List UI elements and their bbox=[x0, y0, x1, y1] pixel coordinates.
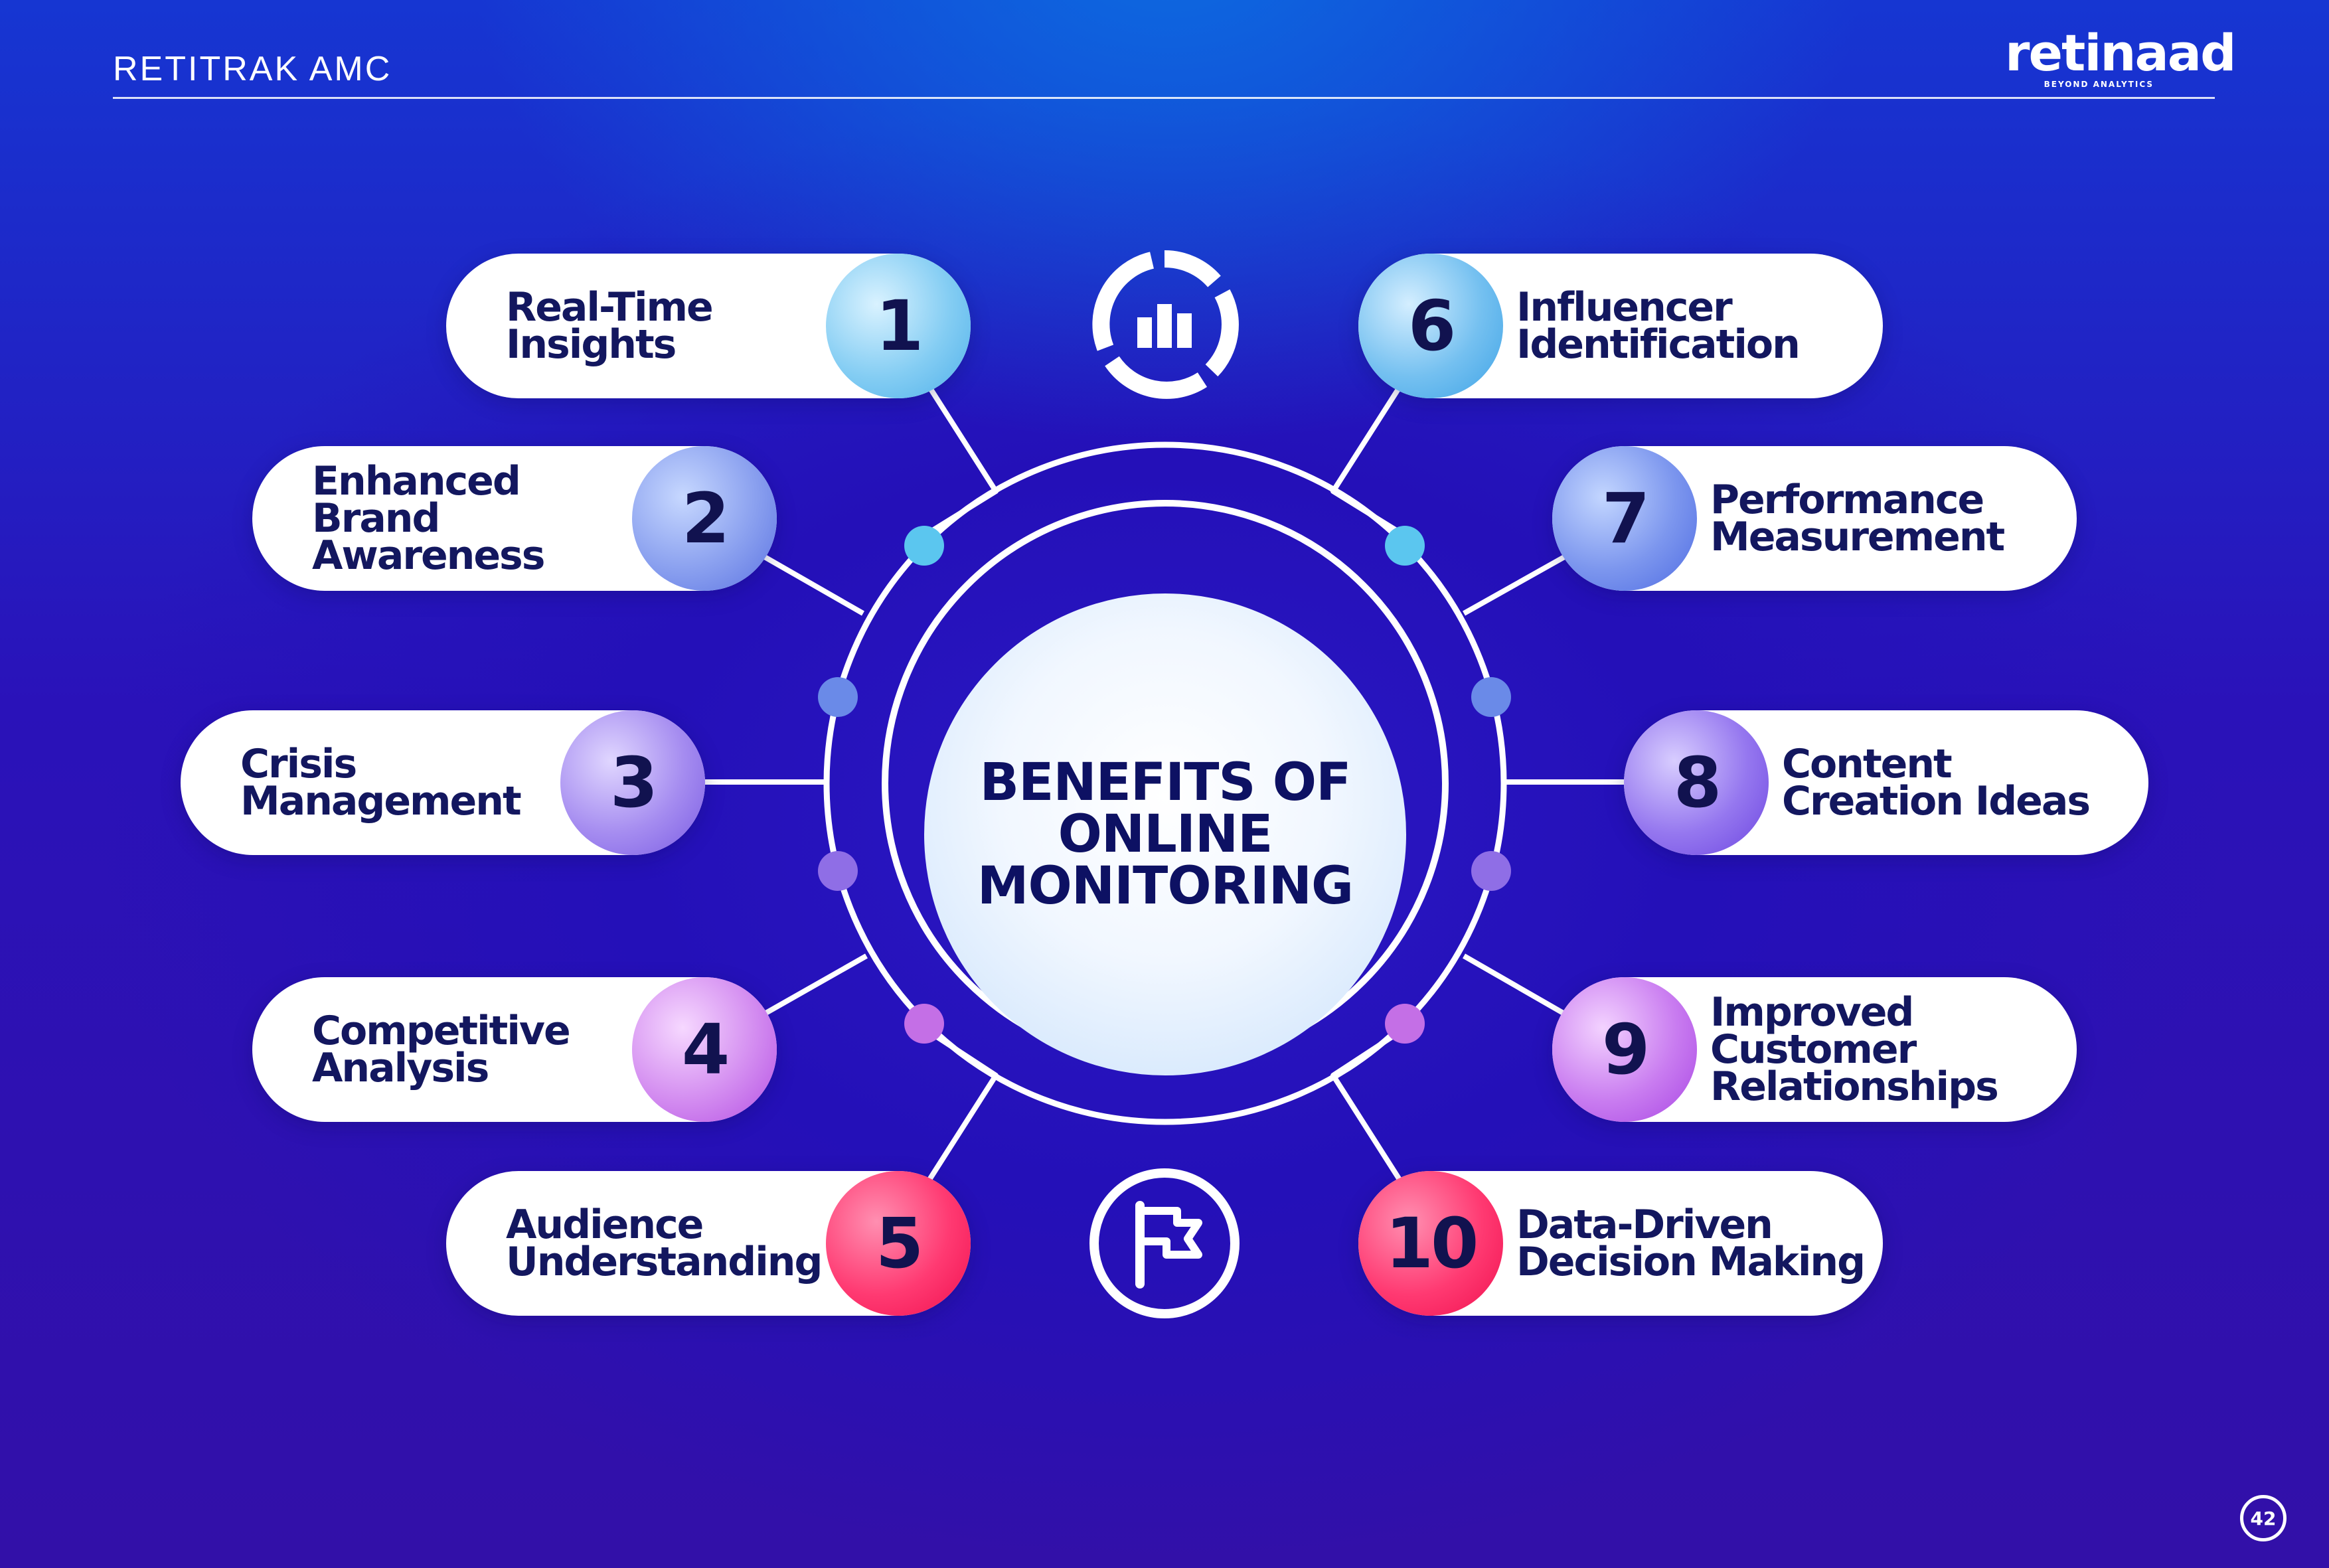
benefit-badge-10: 10 bbox=[1358, 1171, 1503, 1316]
benefit-pill-2: Enhanced Brand Awareness 2 bbox=[252, 446, 777, 591]
ring-dot bbox=[1471, 677, 1511, 717]
benefit-pill-5: Audience Understanding 5 bbox=[446, 1171, 971, 1316]
ring-dot bbox=[1471, 851, 1511, 891]
header-divider bbox=[113, 97, 2215, 99]
connector-6 bbox=[1330, 383, 1408, 539]
ring-dot bbox=[904, 1004, 944, 1044]
connector-1 bbox=[921, 383, 999, 539]
benefit-pill-1: Real-Time Insights 1 bbox=[446, 254, 971, 398]
page-number: 42 bbox=[2250, 1507, 2277, 1529]
benefit-pill-3: Crisis Management 3 bbox=[181, 710, 705, 855]
connector-2 bbox=[762, 554, 864, 616]
benefit-label-5: Audience Understanding bbox=[506, 1202, 823, 1285]
benefit-badge-9: 9 bbox=[1552, 977, 1697, 1122]
benefit-label-4: Competitive Analysis bbox=[312, 1008, 571, 1091]
center-circle: BENEFITS OF ONLINE MONITORING bbox=[924, 593, 1406, 1075]
benefit-badge-1: 1 bbox=[826, 254, 971, 398]
benefit-label-2: Enhanced Brand Awareness bbox=[312, 458, 545, 579]
benefit-pill-10: 10 Data-Driven Decision Making bbox=[1358, 1171, 1883, 1316]
benefit-badge-2: 2 bbox=[632, 446, 777, 591]
connector-9 bbox=[1463, 953, 1567, 1017]
ring-dot bbox=[818, 851, 858, 891]
connector-7 bbox=[1463, 554, 1567, 616]
connector-10 bbox=[1330, 1025, 1408, 1184]
benefit-badge-4: 4 bbox=[632, 977, 777, 1122]
benefit-pill-6: 6 Influencer Identification bbox=[1358, 254, 1883, 398]
ring-dot bbox=[1385, 526, 1425, 566]
benefit-label-3: Crisis Management bbox=[240, 741, 522, 824]
logo-wordmark: retinaad bbox=[2005, 23, 2236, 82]
center-title: BENEFITS OF ONLINE MONITORING bbox=[977, 753, 1354, 916]
benefit-badge-5: 5 bbox=[826, 1171, 971, 1316]
ring-dot bbox=[1385, 1004, 1425, 1044]
retinaad-logo: retinaad BEYOND ANALYTICS bbox=[2005, 23, 2236, 90]
benefit-badge-6: 6 bbox=[1358, 254, 1503, 398]
benefit-label-10: Data-Driven Decision Making bbox=[1516, 1202, 1866, 1285]
connector-5 bbox=[921, 1025, 999, 1184]
logo-tagline: BEYOND ANALYTICS bbox=[2044, 80, 2154, 89]
benefit-pill-8: 8 Content Creation Ideas bbox=[1624, 710, 2148, 855]
benefit-label-9: Improved Customer Relationships bbox=[1710, 989, 1999, 1110]
benefit-pill-9: 9 Improved Customer Relationships bbox=[1552, 977, 2077, 1122]
benefit-badge-7: 7 bbox=[1552, 446, 1697, 591]
benefit-label-1: Real-Time Insights bbox=[506, 284, 714, 368]
benefit-label-7: Performance Measurement bbox=[1710, 477, 2005, 560]
benefit-label-6: Influencer Identification bbox=[1516, 284, 1801, 368]
flag-icon bbox=[1088, 1167, 1241, 1320]
benefit-pill-4: Competitive Analysis 4 bbox=[252, 977, 777, 1122]
ring-dot bbox=[818, 677, 858, 717]
ring-dot bbox=[904, 526, 944, 566]
benefit-pill-7: 7 Performance Measurement bbox=[1552, 446, 2077, 591]
page-number-badge: 42 bbox=[2240, 1495, 2287, 1541]
benefit-label-8: Content Creation Ideas bbox=[1782, 741, 2091, 824]
benefit-badge-8: 8 bbox=[1624, 710, 1769, 855]
analytics-chart-icon bbox=[1088, 248, 1241, 401]
connector-4 bbox=[762, 953, 868, 1017]
brand-title: RETITRAK AMC bbox=[113, 50, 392, 88]
benefit-badge-3: 3 bbox=[560, 710, 705, 855]
